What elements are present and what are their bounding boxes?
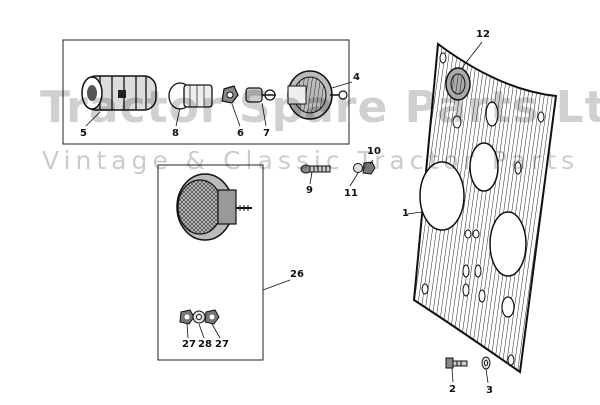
callout-5: 5 <box>80 128 87 139</box>
lamp-holder-part <box>81 75 157 111</box>
watermark-title: Tractor Spare Parts Ltd <box>40 82 600 133</box>
bulb-part <box>168 82 213 110</box>
callout-7: 7 <box>263 128 270 139</box>
nut-washer-part <box>353 161 376 175</box>
washer-part <box>481 356 491 370</box>
lamp-rim-part <box>287 70 348 120</box>
screw-part <box>300 164 331 174</box>
callout-27-right: 27 <box>215 339 229 350</box>
callout-11: 11 <box>344 188 358 199</box>
instrument-panel-part <box>412 42 558 374</box>
callout-8: 8 <box>172 128 179 139</box>
warning-lamp-part <box>445 67 471 101</box>
callout-10: 10 <box>367 146 381 157</box>
callout-27-left: 27 <box>182 339 196 350</box>
callout-6: 6 <box>237 128 244 139</box>
callout-12: 12 <box>476 29 490 40</box>
callout-2: 2 <box>449 384 456 395</box>
callout-1: 1 <box>402 208 409 219</box>
callout-4: 4 <box>353 72 360 83</box>
gauge-assembly-box <box>157 164 264 361</box>
gauge-nuts-part <box>179 309 220 325</box>
watermark-subtitle: Vintage & Classic Tractor Parts <box>42 146 580 175</box>
lamp-assembly-box <box>62 39 350 145</box>
contact-part <box>245 87 276 103</box>
gauge-part <box>176 173 252 241</box>
bolt-part <box>445 357 468 369</box>
callout-9: 9 <box>306 185 313 196</box>
callout-3: 3 <box>486 385 493 396</box>
callout-28: 28 <box>198 339 212 350</box>
leader-lines <box>85 41 489 384</box>
callout-26: 26 <box>290 269 304 280</box>
nut-part <box>221 85 239 104</box>
